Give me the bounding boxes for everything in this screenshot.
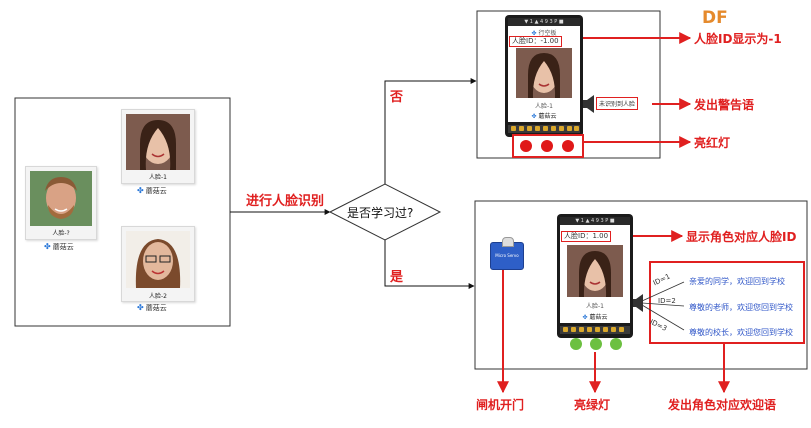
- red-led: [562, 140, 574, 152]
- face-card-1: 人脸-1: [121, 109, 195, 184]
- annotation-show-id: 显示角色对应人脸ID: [686, 230, 797, 244]
- speaker-icon: [632, 294, 643, 312]
- face-photo: [126, 231, 190, 288]
- greeting-text: 尊敬的校长，欢迎您回到学校: [689, 328, 793, 337]
- face-photo: [126, 114, 190, 170]
- red-led: [541, 140, 553, 152]
- red-led: [520, 140, 532, 152]
- fan-line-2: [641, 302, 685, 307]
- device-status-bar: ▼ 1 ▲ 4 9 3 P ■: [508, 18, 580, 26]
- annotation-id-neg: 人脸ID显示为-1: [694, 32, 782, 46]
- fan-line-1: [641, 281, 685, 302]
- cloud-flower-icon: ✤: [44, 242, 51, 251]
- annotation-green-led: 亮绿灯: [574, 398, 611, 412]
- green-led: [610, 338, 622, 350]
- recognized-frame: [474, 200, 808, 370]
- annotation-warning: 发出警告语: [694, 98, 755, 112]
- cloud-flower-icon: ✤: [531, 30, 537, 37]
- brand-label: ✤蘑菇云: [44, 242, 74, 251]
- device-status-bar: ▼ 1 ▲ 4 9 3 P ■: [560, 217, 630, 225]
- face-photo: [516, 48, 572, 98]
- edge-connector: [560, 326, 630, 334]
- annotation-red-led: 亮红灯: [694, 136, 731, 150]
- device-recognized: ▼ 1 ▲ 4 9 3 P ■ 人脸ID：1.00 人脸-1 ✤ 蘑菇云: [557, 214, 633, 338]
- servo-motor: Micro Servo: [490, 237, 524, 270]
- speaker-icon: [583, 95, 594, 113]
- branch-no-label: 否: [390, 90, 404, 105]
- green-led: [590, 338, 602, 350]
- brand-label: ✤蘑菇云: [137, 186, 167, 195]
- face-photo: [30, 171, 92, 226]
- arrow-branch-no: [384, 78, 477, 184]
- branch-yes-label: 是: [390, 270, 404, 285]
- greeting-text: 尊敬的老师，欢迎您回到学校: [689, 303, 793, 312]
- face-card-name: 人脸-?: [52, 230, 70, 237]
- photo-name: 人脸-1: [535, 103, 553, 110]
- unrecognized-frame: [476, 10, 661, 159]
- photo-name: 人脸-1: [586, 303, 604, 310]
- face-id-label: 人脸ID：-1.00: [509, 36, 562, 47]
- greetings-box: [649, 261, 805, 344]
- device-title: ✤ 行空板: [531, 30, 557, 37]
- green-led: [570, 338, 582, 350]
- face-card-name: 人脸-1: [149, 174, 167, 181]
- servo-horn: [502, 237, 514, 247]
- brand-label: ✤ 蘑菇云: [582, 314, 608, 321]
- process-label: 进行人脸识别: [246, 194, 325, 209]
- face-photo: [567, 245, 623, 297]
- cloud-flower-icon: ✤: [531, 113, 537, 120]
- df-logo: DF: [702, 8, 728, 28]
- face-card-3: 人脸-2: [121, 226, 195, 302]
- edge-connector: [508, 125, 580, 133]
- annotation-gate: 闸机开门: [476, 398, 525, 412]
- greeting-id: ID=2: [658, 297, 676, 305]
- face-id-label: 人脸ID：1.00: [561, 231, 612, 242]
- device-unrecognized: ▼ 1 ▲ 4 9 3 P ■ ✤ 行空板 人脸ID：-1.00 人脸-1 ✤ …: [505, 15, 583, 137]
- arrow-branch-yes: [384, 240, 475, 289]
- face-card-name: 人脸-2: [149, 293, 167, 300]
- servo-label: Micro Servo: [495, 253, 519, 258]
- cloud-flower-icon: ✤: [137, 186, 144, 195]
- greeting-text: 亲爱的同学，欢迎回到学校: [689, 277, 785, 286]
- decision-diamond: [328, 183, 442, 241]
- red-led-panel: [512, 134, 584, 158]
- cloud-flower-icon: ✤: [137, 303, 144, 312]
- brand-label: ✤蘑菇云: [137, 303, 167, 312]
- fan-line-3: [641, 304, 685, 331]
- decision-label: 是否学习过?: [347, 206, 414, 220]
- annotation-greeting: 发出角色对应欢迎语: [668, 398, 777, 412]
- face-card-2: 人脸-?: [25, 166, 97, 240]
- cloud-flower-icon: ✤: [582, 314, 588, 321]
- brand-label: ✤ 蘑菇云: [531, 113, 557, 120]
- warning-text: 未识别到人脸: [596, 97, 639, 110]
